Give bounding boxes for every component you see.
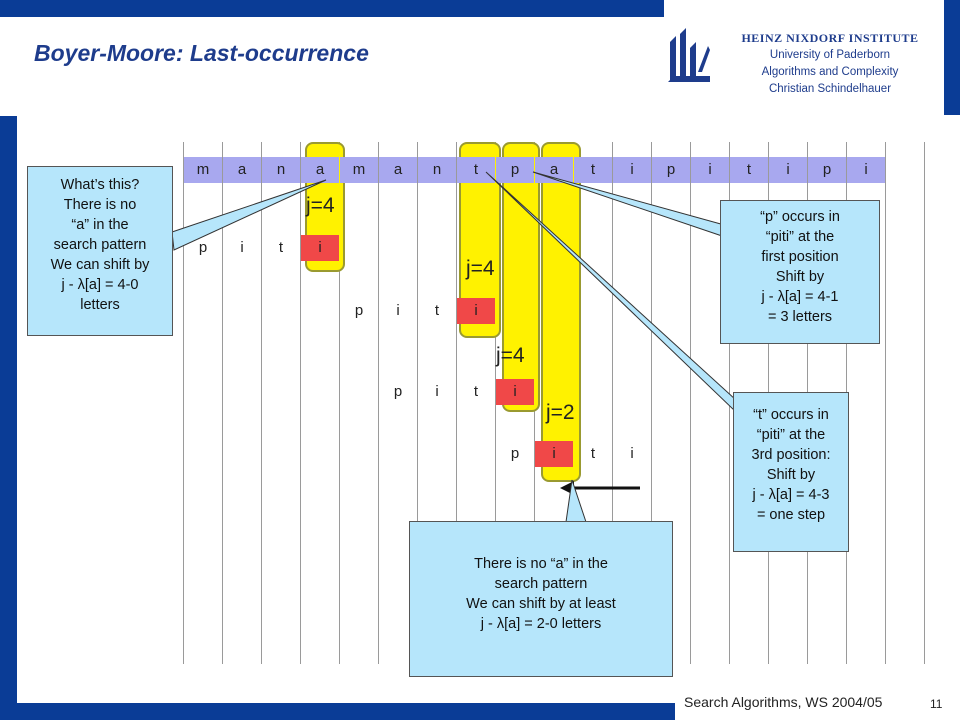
grid-line — [495, 142, 496, 664]
callout-line: What’s this? — [60, 177, 140, 193]
callout-line: “a” in the — [71, 217, 129, 233]
callout-bottom: There is no “a” in the search pattern We c… — [409, 521, 673, 677]
callout-line: j - λ[a] = 2-0 letters — [480, 616, 602, 632]
text-char: t — [457, 157, 495, 183]
grid-line — [417, 142, 418, 664]
university-name: University of Paderborn — [769, 49, 891, 61]
pattern-char: i — [396, 302, 400, 319]
text-char: t — [730, 157, 768, 183]
callout-line: We can shift by at least — [466, 596, 616, 612]
text-char: n — [418, 157, 456, 183]
mismatch-cell: i — [535, 441, 573, 467]
text-char: a — [223, 157, 261, 183]
text-char: i — [847, 157, 885, 183]
grid-line — [183, 142, 184, 664]
pattern-char: i — [630, 445, 634, 462]
left-blue-bar — [0, 116, 17, 720]
grid-line — [885, 142, 886, 664]
callout-line: Shift by — [775, 269, 825, 285]
pattern-char: t — [278, 239, 284, 256]
top-right-blue-bar — [944, 0, 960, 115]
author-name: Christian Schindelhauer — [768, 83, 892, 95]
callout-line: letters — [80, 297, 120, 313]
grid-line — [300, 142, 301, 664]
institute-logo-icon — [668, 28, 710, 82]
highlight-shift-4 — [541, 142, 581, 482]
callout-line: There is no “a” in the — [474, 556, 608, 572]
mismatch-cell: i — [301, 235, 339, 261]
institute-name: HEINZ NIXDORF INSTITUTE — [741, 31, 919, 45]
mismatch-cell: i — [496, 379, 534, 405]
callout-line: “piti” at the — [765, 229, 835, 245]
text-char: p — [652, 157, 690, 183]
pattern-char: t — [590, 445, 596, 462]
callout-line: We can shift by — [50, 257, 150, 273]
highlight-shift-3 — [502, 142, 540, 412]
j-label-4: j=2 — [546, 401, 575, 424]
grid-line — [456, 142, 457, 664]
grid-line — [651, 142, 652, 664]
grid-line — [924, 142, 925, 664]
top-left-blue-bar — [0, 0, 664, 17]
pattern-char: t — [473, 383, 479, 400]
grid-line — [378, 142, 379, 664]
grid-line — [612, 142, 613, 664]
text-char: n — [262, 157, 300, 183]
text-char: m — [184, 157, 222, 183]
callout-line: first position — [761, 249, 839, 265]
grid-line — [222, 142, 223, 664]
j-label-1: j=4 — [306, 194, 335, 217]
group-name: Algorithms and Complexity — [761, 66, 899, 78]
text-char: m — [340, 157, 378, 183]
text-char: p — [808, 157, 846, 183]
pattern-char: p — [354, 302, 364, 319]
j-label-2: j=4 — [466, 257, 495, 280]
callout-right-bottom: “t” occurs in “piti” at the 3rd position: S… — [733, 392, 849, 552]
callout-line: “t” occurs in — [753, 407, 829, 423]
callout-line: = 3 letters — [767, 309, 833, 325]
callout-line: j - λ[a] = 4-3 — [752, 487, 830, 503]
callout-line: j - λ[a] = 4-0 — [61, 277, 139, 293]
mismatch-cell: i — [457, 298, 495, 324]
pattern-char: p — [393, 383, 403, 400]
text-char: p — [496, 157, 534, 183]
callout-line: There is no — [63, 197, 137, 213]
institute-block: HEINZ NIXDORF INSTITUTE University of Pa… — [712, 30, 948, 98]
callout-line: search pattern — [494, 576, 588, 592]
text-char: t — [574, 157, 612, 183]
callout-left: What’s this? There is no “a” in the search … — [27, 166, 173, 336]
pattern-char: i — [240, 239, 244, 256]
callout-line: = one step — [756, 507, 826, 523]
callout-line: “piti” at the — [756, 427, 826, 443]
callout-line: search pattern — [53, 237, 147, 253]
slide-title: Boyer-Moore: Last-occurrence — [34, 40, 369, 66]
text-char: i — [769, 157, 807, 183]
grid-line — [339, 142, 340, 664]
callout-line: “p” occurs in — [760, 209, 840, 225]
pattern-char: i — [435, 383, 439, 400]
footer-text: Search Algorithms, WS 2004/05 — [684, 694, 883, 710]
text-char: i — [613, 157, 651, 183]
j-label-3: j=4 — [496, 344, 525, 367]
callout-line: 3rd position: — [751, 447, 831, 463]
pattern-char: p — [198, 239, 208, 256]
callout-line: Shift by — [766, 467, 816, 483]
pattern-char: p — [510, 445, 520, 462]
text-char: a — [379, 157, 417, 183]
pattern-char: t — [434, 302, 440, 319]
page-number: 11 — [930, 697, 943, 711]
bottom-blue-bar — [0, 703, 675, 720]
callout-line: j - λ[a] = 4-1 — [761, 289, 839, 305]
text-char: a — [301, 157, 339, 183]
grid-line — [690, 142, 691, 664]
callout-right-top: “p” occurs in “piti” at the first position… — [720, 200, 880, 344]
text-char: i — [691, 157, 729, 183]
grid-line — [261, 142, 262, 664]
